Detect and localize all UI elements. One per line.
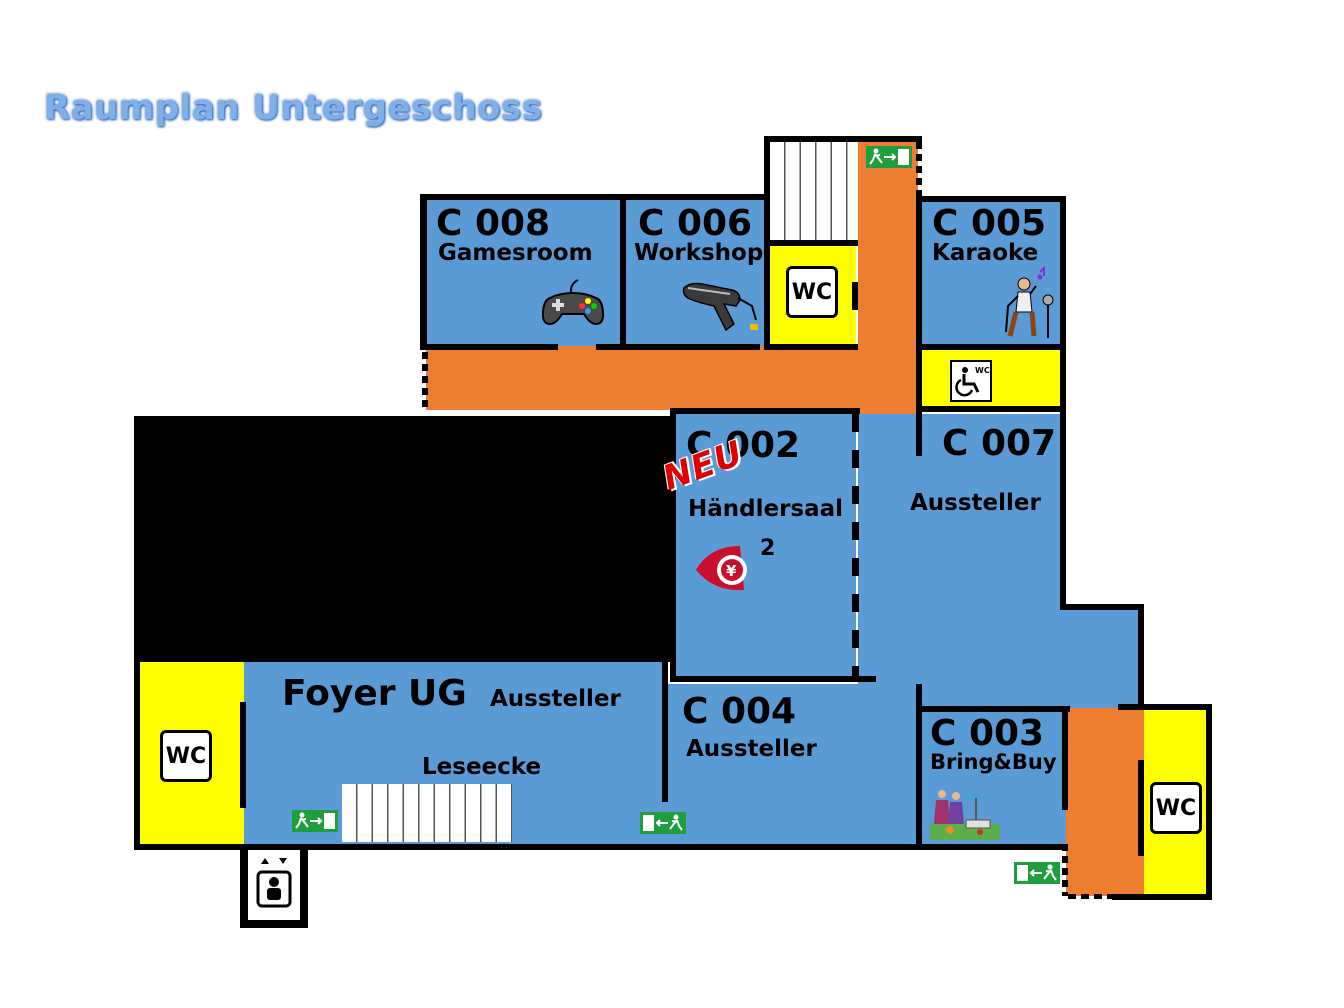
room-c007[interactable] <box>858 414 1060 708</box>
room-c008-id: C 008 <box>436 203 551 244</box>
corridor-top <box>426 346 920 410</box>
room-c006[interactable] <box>626 200 766 346</box>
flea-market-icon <box>930 790 1000 840</box>
glue-gun-icon <box>682 282 758 332</box>
elevator[interactable] <box>240 850 308 928</box>
room-c005-id: C 005 <box>932 203 1047 244</box>
room-c007-name: Aussteller <box>910 490 1041 516</box>
room-c006-name: Workshop <box>634 240 764 266</box>
room-c004[interactable] <box>668 684 920 844</box>
wc-sign-foyer: WC <box>160 730 212 782</box>
emergency-exit-icon <box>1014 862 1060 884</box>
room-c007-annex <box>1060 608 1140 708</box>
singer-icon <box>1005 265 1054 338</box>
room-c003-id: C 003 <box>930 713 1045 754</box>
room-c005-name: Karaoke <box>932 240 1039 266</box>
wheelchair-wc-icon: WC <box>950 360 992 402</box>
room-c002-note: 2 <box>760 536 776 561</box>
room-c002-name: Händlersaal <box>688 496 844 522</box>
foyer-id: Foyer UG <box>282 673 467 714</box>
elevator-icon <box>256 858 292 908</box>
wc-sign-east: WC <box>1150 782 1202 834</box>
corridor-vertical <box>858 142 918 458</box>
corridor-east <box>1066 708 1144 896</box>
restricted-area <box>134 416 674 662</box>
emergency-exit-icon <box>866 146 912 168</box>
room-c004-name: Aussteller <box>686 736 817 762</box>
room-c005[interactable] <box>920 200 1062 346</box>
room-c007-id: C 007 <box>942 423 1057 464</box>
page-title: Raumplan Untergeschoss <box>44 88 543 128</box>
room-c003-name: Bring&Buy <box>930 750 1057 774</box>
room-c008-name: Gamesroom <box>438 240 593 266</box>
svg-text:¥: ¥ <box>726 562 737 580</box>
foyer-area: Leseecke <box>422 754 542 780</box>
gamepad-icon <box>541 279 605 326</box>
stairs-north <box>770 142 856 242</box>
room-c002[interactable] <box>676 414 856 676</box>
room-c006-id: C 006 <box>638 203 753 244</box>
currency-yen-icon: ¥ <box>696 546 747 591</box>
stairs-foyer <box>342 784 512 842</box>
emergency-exit-icon <box>640 812 686 834</box>
emergency-exit-icon <box>292 810 338 832</box>
room-c002-id: C 002 <box>686 425 801 466</box>
wc-sign-top: WC <box>786 266 838 318</box>
svg-text:WC: WC <box>975 366 990 375</box>
room-c004-id: C 004 <box>682 691 797 732</box>
foyer-name: Aussteller <box>490 686 621 712</box>
